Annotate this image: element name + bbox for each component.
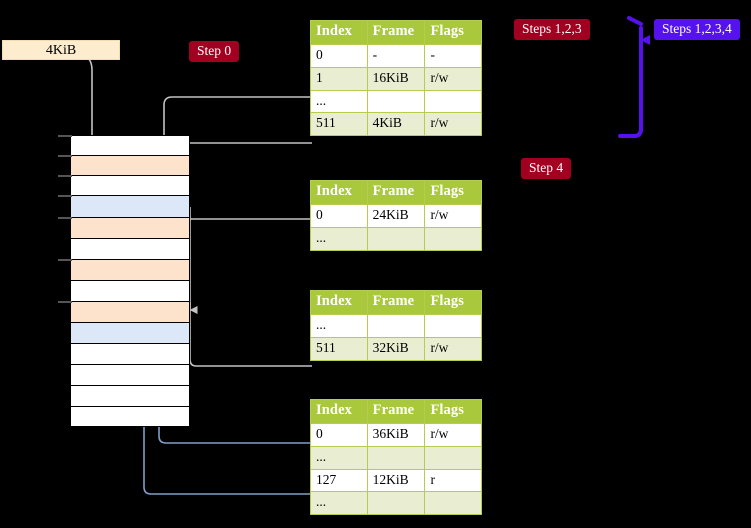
cell-flags: [424, 313, 482, 338]
column-header-flags: Flags: [424, 399, 482, 424]
cell-flags: [424, 445, 482, 470]
cell-index: 511: [310, 112, 368, 137]
cell-frame: [366, 313, 426, 338]
wire-steps-violet-arrow: [618, 16, 650, 138]
cell-frame: 16KiB: [366, 66, 426, 91]
table-row[interactable]: ...: [310, 226, 482, 251]
cell-index: ...: [310, 313, 368, 338]
cell-flags: r/w: [424, 66, 482, 91]
cell-frame: 32KiB: [366, 336, 426, 361]
memory-tick: [58, 175, 72, 177]
memory-row: [70, 364, 190, 385]
table-row[interactable]: 127 12KiB r: [310, 468, 482, 493]
page-table-level-0: Index Frame Flags 0 - - 1 16KiB r/w ...: [310, 20, 482, 137]
memory-row: [70, 280, 190, 301]
table-header-row: Index Frame Flags: [310, 290, 482, 315]
badge-steps-1-2-3: Steps 1,2,3: [514, 19, 590, 41]
cell-flags: -: [424, 43, 482, 68]
cell-flags: r/w: [424, 112, 482, 137]
memory-row: [70, 217, 190, 238]
table-row[interactable]: 0 24KiB r/w: [310, 203, 482, 228]
memory-tick: [58, 217, 72, 219]
cell-flags: r: [424, 468, 482, 493]
table-header-row: Index Frame Flags: [310, 180, 482, 205]
column-header-index: Index: [310, 20, 368, 45]
cell-frame: 12KiB: [366, 468, 426, 493]
column-header-index: Index: [310, 290, 368, 315]
memory-row: [70, 135, 190, 155]
memory-row: [70, 195, 190, 217]
memory-tick: [58, 195, 72, 197]
cell-index: 1: [310, 66, 368, 91]
page-table-level-1: Index Frame Flags 0 24KiB r/w ...: [310, 180, 482, 251]
column-header-frame: Frame: [366, 20, 426, 45]
memory-row: [70, 259, 190, 280]
memory-row: [70, 343, 190, 364]
column-header-index: Index: [310, 180, 368, 205]
memory-tick: [58, 259, 72, 261]
cell-flags: r/w: [424, 336, 482, 361]
cell-index: ...: [310, 445, 368, 470]
cell-frame: -: [366, 43, 426, 68]
cell-frame: [366, 89, 426, 114]
memory-row: [70, 175, 190, 195]
table-row[interactable]: ...: [310, 445, 482, 470]
badge-steps-1-2-3-4: Steps 1,2,3,4: [654, 19, 740, 41]
memory-row: [70, 238, 190, 259]
cell-flags: [424, 491, 482, 516]
physical-memory-column: [70, 135, 190, 427]
memory-row: [70, 385, 190, 406]
badge-step-0: Step 0: [189, 41, 240, 63]
table-row[interactable]: 0 36KiB r/w: [310, 422, 482, 447]
table-row[interactable]: 0 - -: [310, 43, 482, 68]
cell-flags: [424, 89, 482, 114]
wire-table2-511-to-memory: [189, 207, 312, 367]
memory-tick: [58, 301, 72, 303]
table-row[interactable]: ...: [310, 313, 482, 338]
page-table-level-3: Index Frame Flags 0 36KiB r/w ... 127 12…: [310, 399, 482, 516]
cell-flags: [424, 226, 482, 251]
cell-index: 0: [310, 422, 368, 447]
cell-index: ...: [310, 491, 368, 516]
cell-frame: [366, 445, 426, 470]
cell-index: ...: [310, 226, 368, 251]
table-header-row: Index Frame Flags: [310, 399, 482, 424]
table-row[interactable]: 1 16KiB r/w: [310, 66, 482, 91]
memory-row: [70, 155, 190, 175]
page-table-level-2: Index Frame Flags ... 511 32KiB r/w: [310, 290, 482, 361]
table-row[interactable]: 511 32KiB r/w: [310, 336, 482, 361]
column-header-flags: Flags: [424, 20, 482, 45]
cell-index: 0: [310, 203, 368, 228]
memory-row: [70, 301, 190, 322]
table-row-highlighted[interactable]: 511 4KiB r/w: [310, 112, 482, 137]
column-header-frame: Frame: [366, 180, 426, 205]
cell-index: ...: [310, 89, 368, 114]
column-header-index: Index: [310, 399, 368, 424]
column-header-frame: Frame: [366, 290, 426, 315]
memory-tick: [58, 155, 72, 157]
cell-frame: 4KiB: [366, 112, 426, 137]
badge-step-4: Step 4: [521, 158, 572, 180]
table-row[interactable]: ...: [310, 89, 482, 114]
wire-table0-511-to-memory: [171, 142, 312, 155]
cell-frame: [366, 226, 426, 251]
wire-table1-0-to-memory: [176, 218, 312, 262]
cell-frame: 24KiB: [366, 203, 426, 228]
cell-frame: 36KiB: [366, 422, 426, 447]
memory-size-label: 4KiB: [2, 40, 120, 60]
cell-index: 127: [310, 468, 368, 493]
cell-index: 511: [310, 336, 368, 361]
cell-index: 0: [310, 43, 368, 68]
cell-frame: [366, 491, 426, 516]
column-header-flags: Flags: [424, 290, 482, 315]
cell-flags: r/w: [424, 203, 482, 228]
table-row[interactable]: ...: [310, 491, 482, 516]
memory-row: [70, 406, 190, 427]
cell-flags: r/w: [424, 422, 482, 447]
column-header-frame: Frame: [366, 399, 426, 424]
column-header-flags: Flags: [424, 180, 482, 205]
memory-row: [70, 322, 190, 343]
table-header-row: Index Frame Flags: [310, 20, 482, 45]
memory-tick: [58, 135, 72, 137]
